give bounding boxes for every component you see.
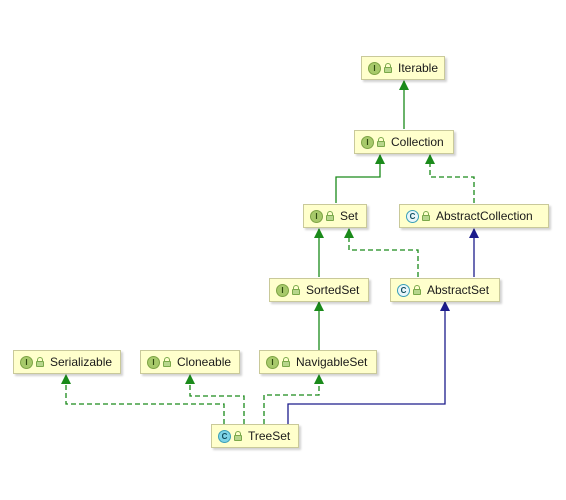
abstract-class-icon: C xyxy=(397,283,410,297)
node-cloneable[interactable]: I Cloneable xyxy=(140,350,240,374)
interface-icon: I xyxy=(276,283,289,297)
node-label: AbstractCollection xyxy=(436,209,533,223)
node-sortedset[interactable]: I SortedSet xyxy=(269,278,369,302)
edge-set-extends-collection xyxy=(335,154,385,203)
edge-treeset-extends-abstractset xyxy=(287,301,450,424)
node-label: Set xyxy=(340,209,359,223)
node-label: AbstractSet xyxy=(427,283,490,297)
abstract-class-icon: C xyxy=(406,209,419,223)
node-label: TreeSet xyxy=(248,429,291,443)
node-set[interactable]: I Set xyxy=(303,204,367,228)
interface-icon: I xyxy=(368,61,381,75)
node-iterable[interactable]: I Iterable xyxy=(361,56,445,80)
edge-treeset-implements-serializable xyxy=(61,374,225,424)
lock-icon xyxy=(234,431,242,441)
node-label: NavigableSet xyxy=(296,355,368,369)
node-label: Iterable xyxy=(398,61,439,75)
lock-icon xyxy=(384,63,392,73)
lock-icon xyxy=(36,357,44,367)
node-label: Cloneable xyxy=(177,355,232,369)
edge-abstractcollection-implements-collection xyxy=(425,154,475,203)
interface-icon: I xyxy=(266,355,279,369)
lock-icon xyxy=(377,137,385,147)
node-treeset[interactable]: C TreeSet xyxy=(211,424,299,448)
lock-icon xyxy=(422,211,430,221)
edge-treeset-implements-navigableset xyxy=(263,374,324,424)
lock-icon xyxy=(413,285,421,295)
node-serializable[interactable]: I Serializable xyxy=(13,350,121,374)
node-abstractcollection[interactable]: C AbstractCollection xyxy=(399,204,549,228)
lock-icon xyxy=(326,211,334,221)
node-label: Serializable xyxy=(50,355,113,369)
interface-icon: I xyxy=(20,355,33,369)
node-label: Collection xyxy=(391,135,444,149)
edge-treeset-implements-cloneable xyxy=(185,374,245,424)
edge-abstractset-implements-set xyxy=(344,228,419,277)
lock-icon xyxy=(163,357,171,367)
class-icon: C xyxy=(218,429,231,443)
node-collection[interactable]: I Collection xyxy=(354,130,454,154)
node-label: SortedSet xyxy=(306,283,360,297)
lock-icon xyxy=(282,357,290,367)
interface-icon: I xyxy=(147,355,160,369)
interface-icon: I xyxy=(310,209,323,223)
node-abstractset[interactable]: C AbstractSet xyxy=(390,278,500,302)
interface-icon: I xyxy=(361,135,374,149)
lock-icon xyxy=(292,285,300,295)
node-navigableset[interactable]: I NavigableSet xyxy=(259,350,377,374)
